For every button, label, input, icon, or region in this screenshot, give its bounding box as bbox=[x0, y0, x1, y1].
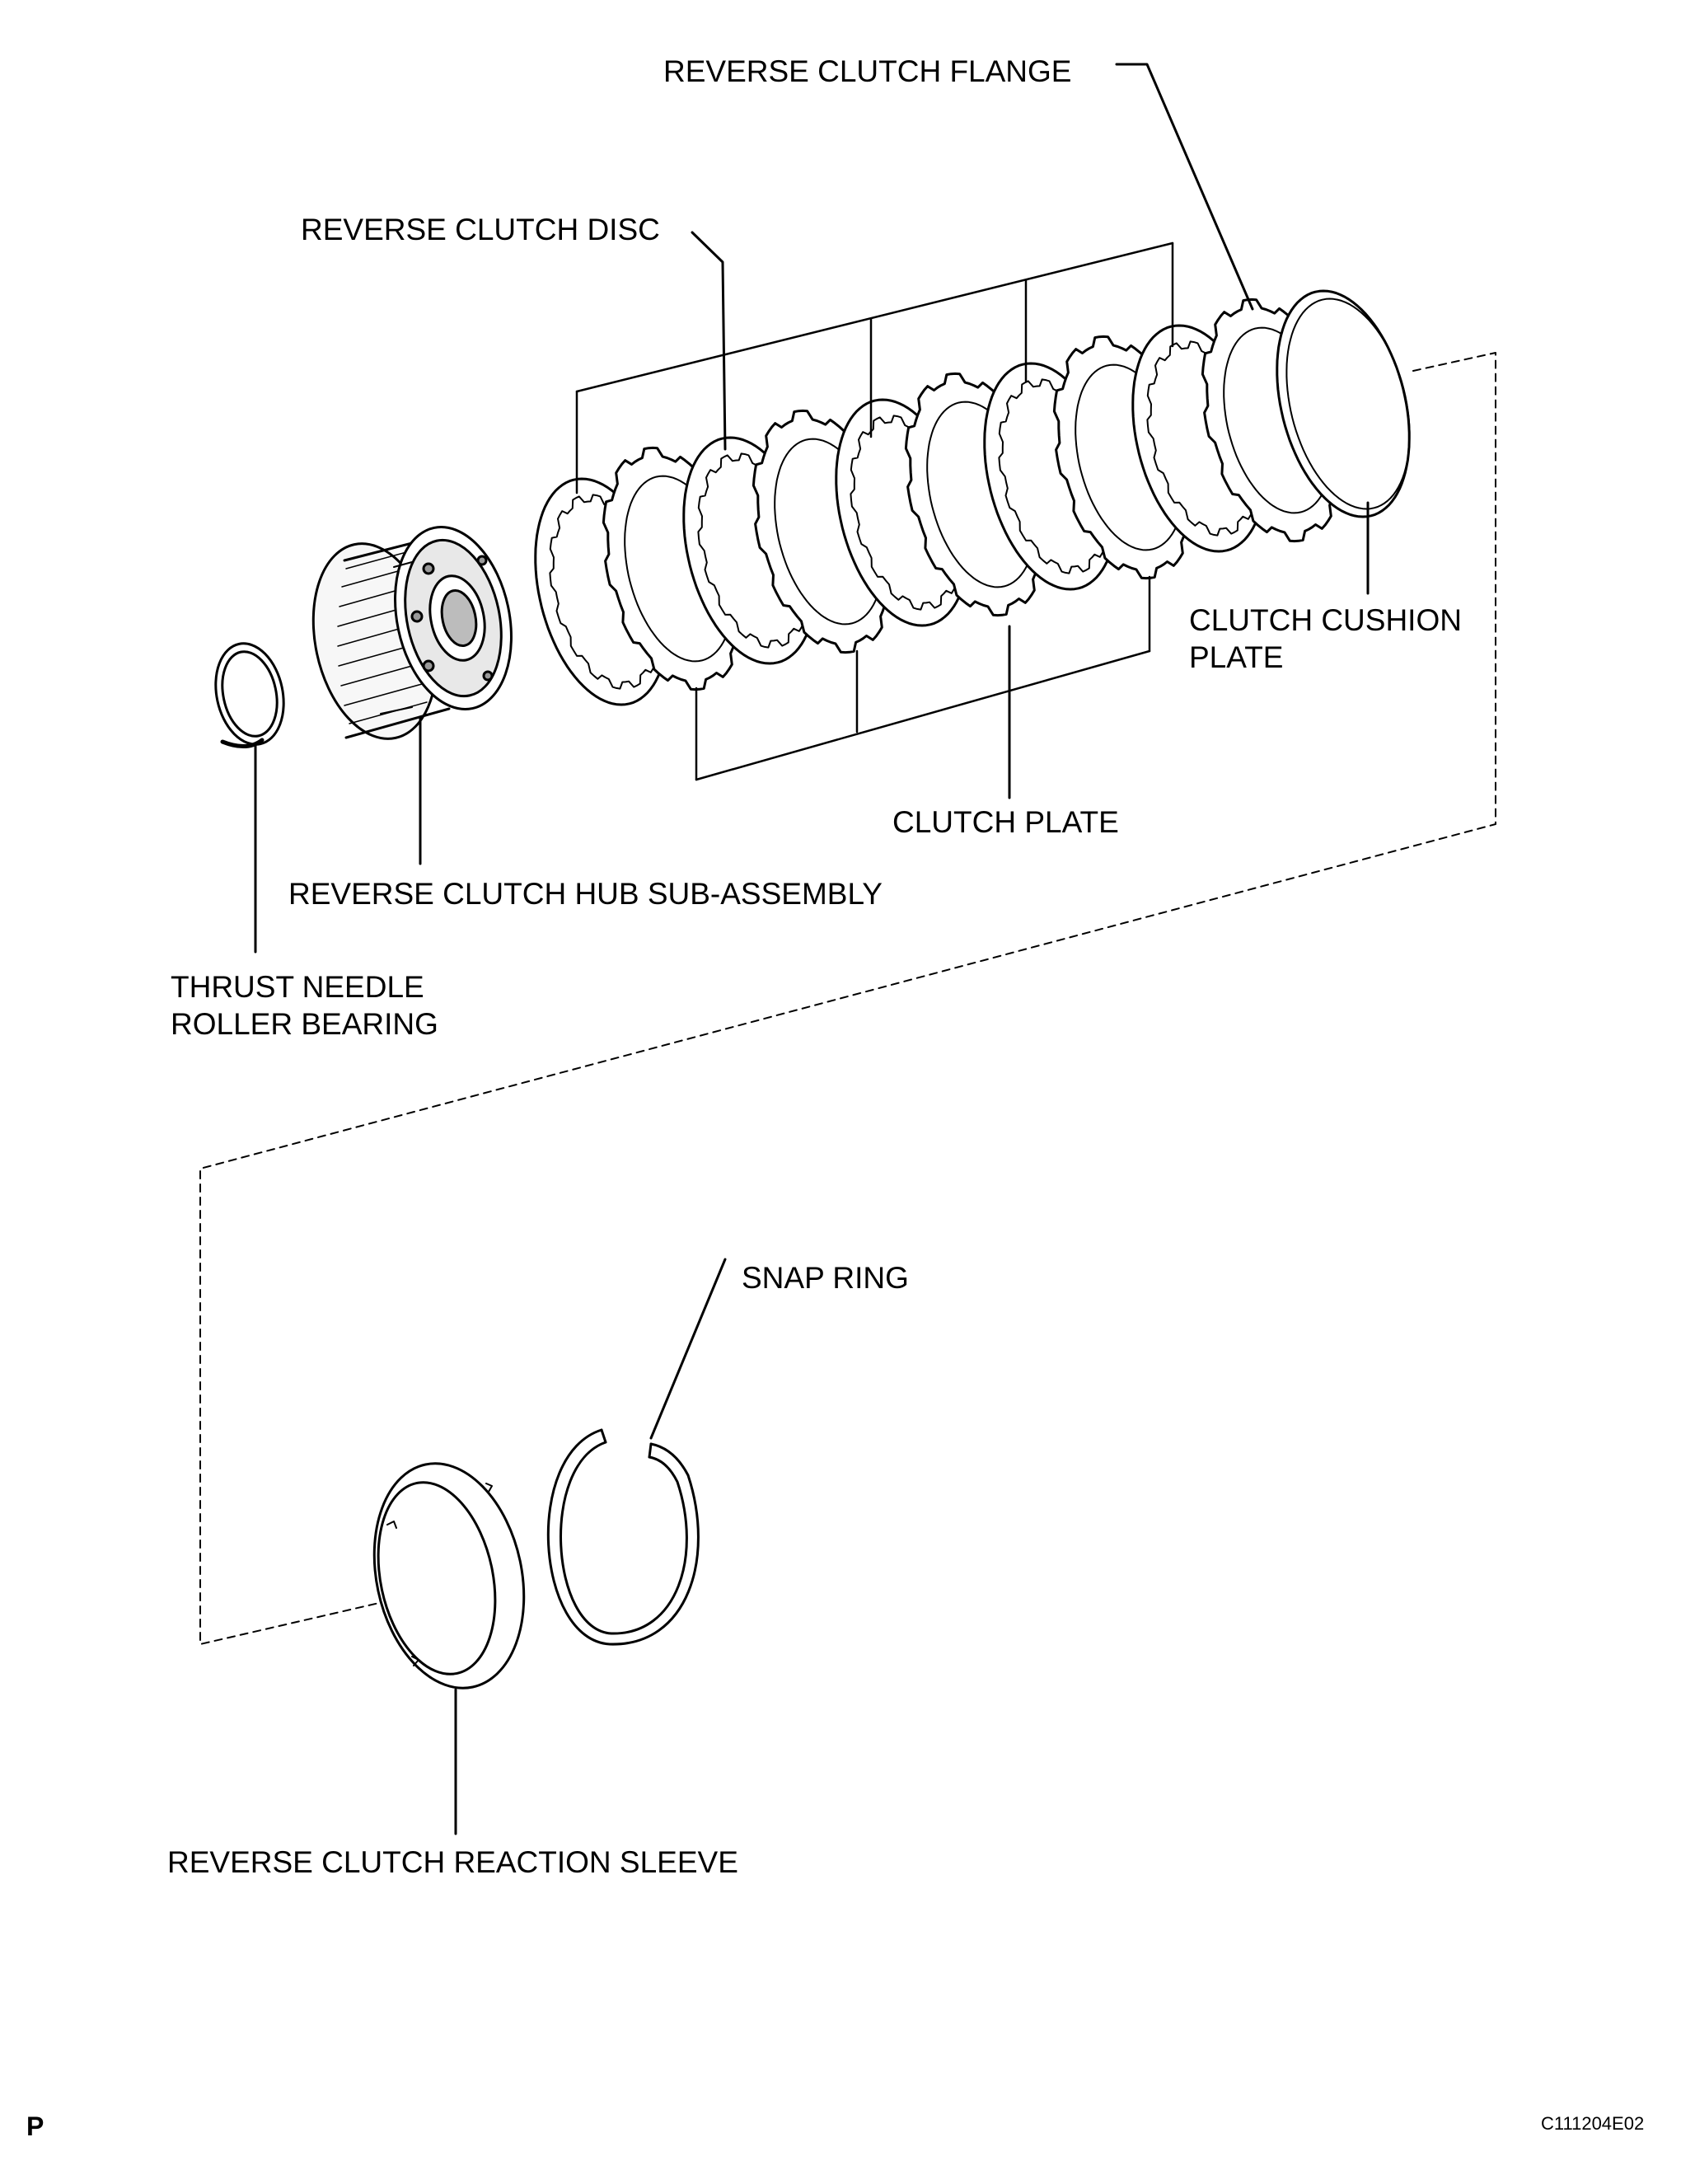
label-clutch-cushion-plate: CLUTCH CUSHION PLATE bbox=[1189, 602, 1462, 676]
label-clutch-plate: CLUTCH PLATE bbox=[892, 805, 1119, 839]
label-clutch-cushion-plate-line1: CLUTCH CUSHION bbox=[1189, 603, 1462, 637]
clutch-plate-inner-edge bbox=[1075, 363, 1185, 551]
clutch-plate-inner-edge bbox=[774, 438, 884, 626]
label-reverse-clutch-flange: REVERSE CLUTCH FLANGE bbox=[663, 54, 1072, 88]
page-marker: P bbox=[26, 2111, 44, 2141]
label-thrust-bearing-line1: THRUST NEEDLE bbox=[171, 970, 424, 1004]
label-reverse-clutch-disc: REVERSE CLUTCH DISC bbox=[301, 213, 660, 246]
label-snap-ring: SNAP RING bbox=[742, 1261, 909, 1295]
clutch-cushion-plate bbox=[1276, 289, 1411, 518]
leader-lines bbox=[254, 63, 1370, 1835]
label-thrust-bearing-line2: ROLLER BEARING bbox=[171, 1007, 438, 1041]
label-reverse-clutch-hub: REVERSE CLUTCH HUB SUB-ASSEMBLY bbox=[288, 877, 883, 911]
label-clutch-cushion-plate-line2: PLATE bbox=[1189, 640, 1284, 674]
snap-ring bbox=[546, 1428, 700, 1646]
reverse-clutch-hub bbox=[311, 526, 513, 740]
clutch-cushion-plate-inner-edge bbox=[1285, 298, 1411, 510]
figure-code: C111204E02 bbox=[1541, 2113, 1645, 2134]
alignment-dashed-line bbox=[199, 352, 1496, 1645]
thrust-needle-roller-bearing bbox=[214, 642, 285, 748]
clutch-pack bbox=[534, 289, 1411, 706]
clutch-plate-inner-edge bbox=[624, 475, 734, 663]
bracket-lines bbox=[575, 241, 1174, 781]
label-thrust-needle-roller-bearing: THRUST NEEDLE ROLLER BEARING bbox=[171, 968, 438, 1043]
reverse-clutch-reaction-sleeve bbox=[372, 1462, 526, 1690]
clutch-cushion-plate-outer-edge bbox=[1276, 289, 1411, 518]
clutch-plate-inner-edge bbox=[926, 401, 1037, 588]
label-reverse-clutch-reaction-sleeve: REVERSE CLUTCH REACTION SLEEVE bbox=[167, 1845, 738, 1879]
